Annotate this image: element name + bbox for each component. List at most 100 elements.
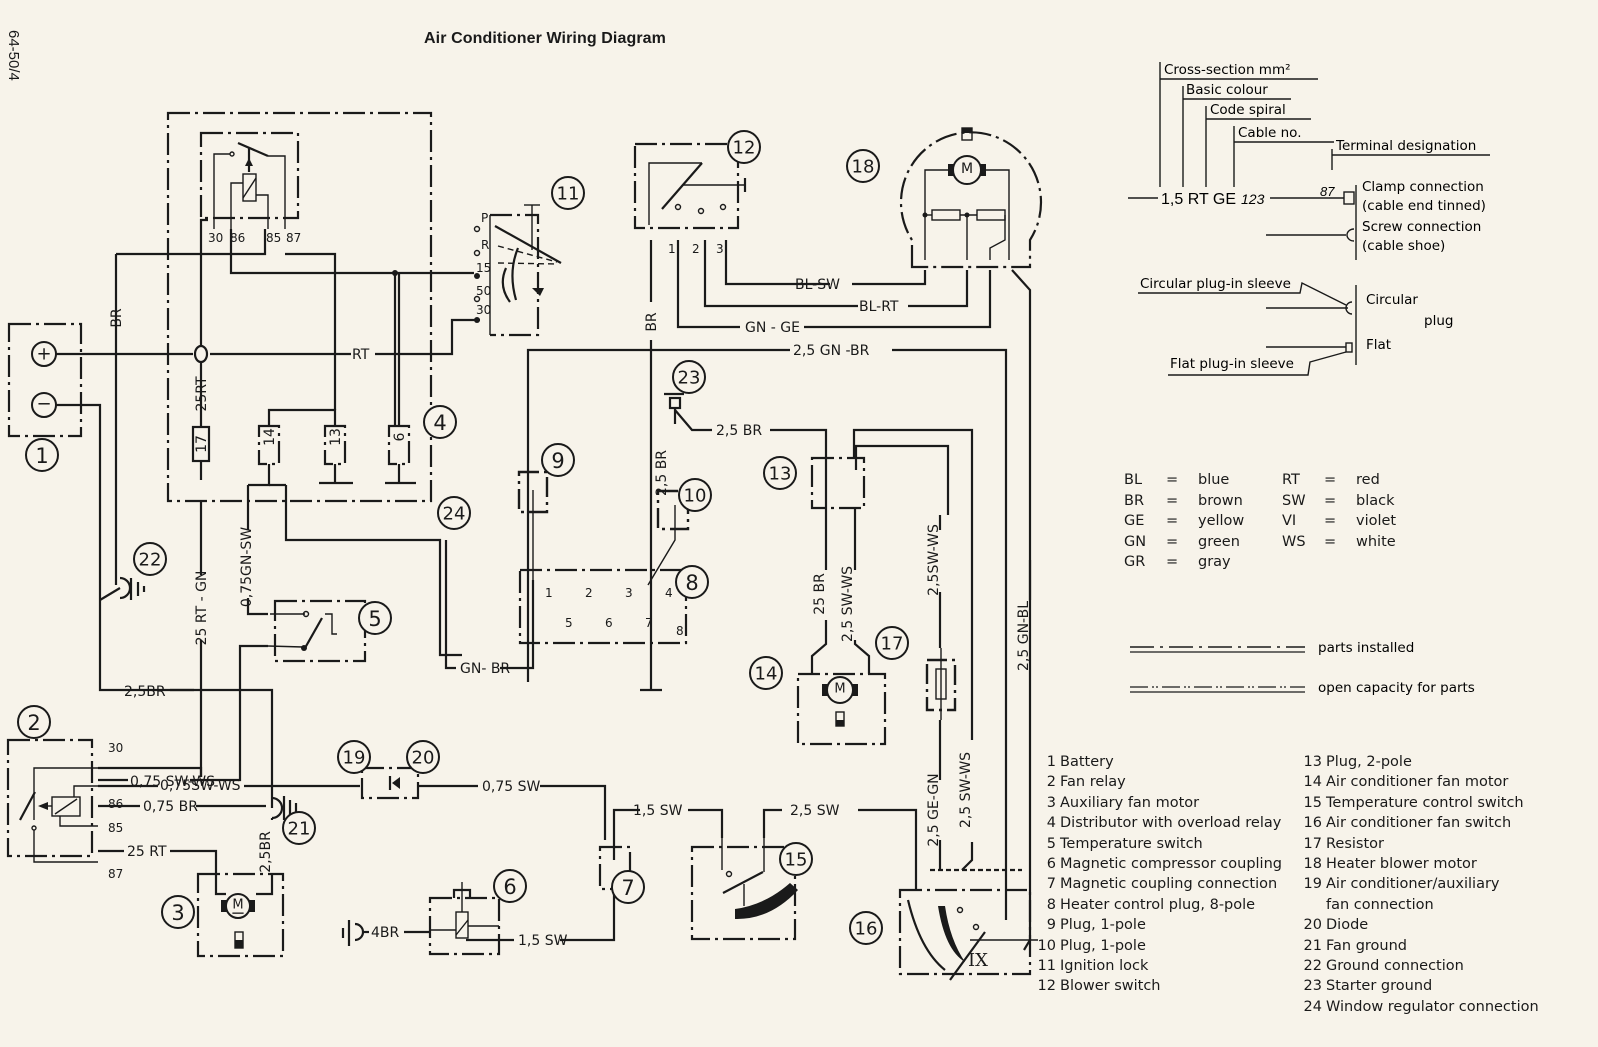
plug8-pin-5: 5 [565,616,573,630]
terminal-86: 86 [230,231,245,245]
part-number: 12 [1037,978,1056,995]
ground-connection [99,576,146,601]
terminal-87: 87 [286,231,301,245]
key-screw-connection: Screw connection [1362,219,1481,235]
key-flat-sleeve: Flat plug-in sleeve [1170,356,1294,372]
legend-open-capacity: open capacity for parts [1318,680,1475,696]
callout-circle [423,405,457,439]
colour-row: BR=brown [1124,491,1282,512]
ignition-lock: P R 15 50 30 [473,204,562,337]
colour-code: GE [1124,513,1145,530]
wire-label-25rt: 25RT [194,376,210,412]
callout-number: 1 [35,444,48,468]
part-name: Starter ground [1326,978,1433,995]
part-name: Magnetic compressor coupling [1060,856,1282,873]
ign-terminal-15: 15 [476,261,491,275]
callout-20: 20 [406,740,440,774]
key-clamp-connection: Clamp connection [1362,179,1484,195]
wire-label-25sw: 2,5 SW [790,803,840,819]
colour-name: violet [1356,513,1397,530]
equals: = [1166,472,1179,488]
callout-circle [849,911,883,945]
terminal-30: 30 [208,231,223,245]
callout-number: 20 [412,748,435,769]
colour-row: GR=gray [1124,552,1282,573]
callout-circle [763,456,797,490]
callout-number: 23 [678,368,701,389]
part-name: Heater blower motor [1326,856,1477,873]
callout-1: 1 [25,438,59,472]
callout-number: 4 [433,411,446,435]
callout-22: 22 [133,542,167,576]
resistor-17-in-box-label: 17 [194,435,210,453]
temperature-switch [267,599,367,663]
callout-8: 8 [675,565,709,599]
callout-9: 9 [541,443,575,477]
wire-label-25ge-gn: 2,5 GE-GN [926,773,942,846]
ign-terminal-50: 50 [476,284,491,298]
legend-parts-installed: parts installed [1318,640,1414,656]
callout-4: 4 [423,405,457,439]
callout-16: 16 [849,911,883,945]
blower-switch: 1 2 3 [633,142,747,256]
wire-label-075br: 0,75 BR [143,799,198,815]
wire-label-25sw-ws-16: 2,5 SW-WS [958,752,974,828]
key-example-cable-no: 123 [1241,191,1265,207]
key-example-code: 1,5 RT GE [1161,191,1236,208]
callout-number: 9 [551,449,564,473]
motor-symbol: M [834,682,845,697]
key-cross-section: Cross-section mm² [1164,62,1291,78]
callout-number: 16 [855,919,878,940]
wire-label-075sw-ws-b: 0,75SW-WS [160,778,241,794]
part-name: Resistor [1326,835,1384,852]
part-name: Plug, 1-pole [1060,917,1146,934]
callout-circle [133,542,167,576]
terminal-85: 85 [266,231,281,245]
wire-label-25gn-bl: 2,5 GN-BL [1016,601,1032,671]
colour-name: green [1198,533,1240,550]
plug-2-pole [810,456,866,510]
callout-number: 14 [755,664,778,685]
part-name: fan connection [1326,896,1434,913]
wire-label-25rt-gn: 25 RT - GN [194,571,210,646]
wire-label-15sw-top: 1,5 SW [633,803,683,819]
blower-terminal-2: 2 [692,242,700,256]
callout-24: 24 [437,496,471,530]
key-basic-colour: Basic colour [1186,82,1268,98]
callout-7: 7 [611,870,645,904]
wire-label-gn-ge: GN - GE [745,320,800,336]
part-name: Magnetic coupling connection [1060,876,1278,893]
wire-label-075gn-sw: 0,75GN-SW [239,527,255,607]
part-name: Heater control plug, 8-pole [1060,896,1256,913]
wire-label-4br: 4BR [371,925,400,941]
colour-name: yellow [1198,513,1245,530]
resistor [925,648,957,720]
part-name: Distributor with overload relay [1060,815,1282,832]
plug-1-pole-9 [517,470,549,580]
auxiliary-fan-motor: M [196,872,285,958]
wire-label-br: BR [109,308,125,328]
part-number: 20 [1303,917,1322,934]
blower-terminal-1: 1 [668,242,676,256]
relay2-terminal-30: 30 [108,741,123,755]
key-clamp-note: (cable end tinned) [1362,198,1486,214]
part-name: Fan ground [1326,937,1407,954]
callout-circle [406,740,440,774]
wire-label-25br-13: 25 BR [812,573,828,615]
callout-number: 15 [785,850,808,871]
colour-row: BL=blue [1124,470,1282,491]
key-circular: Circular [1366,292,1418,308]
